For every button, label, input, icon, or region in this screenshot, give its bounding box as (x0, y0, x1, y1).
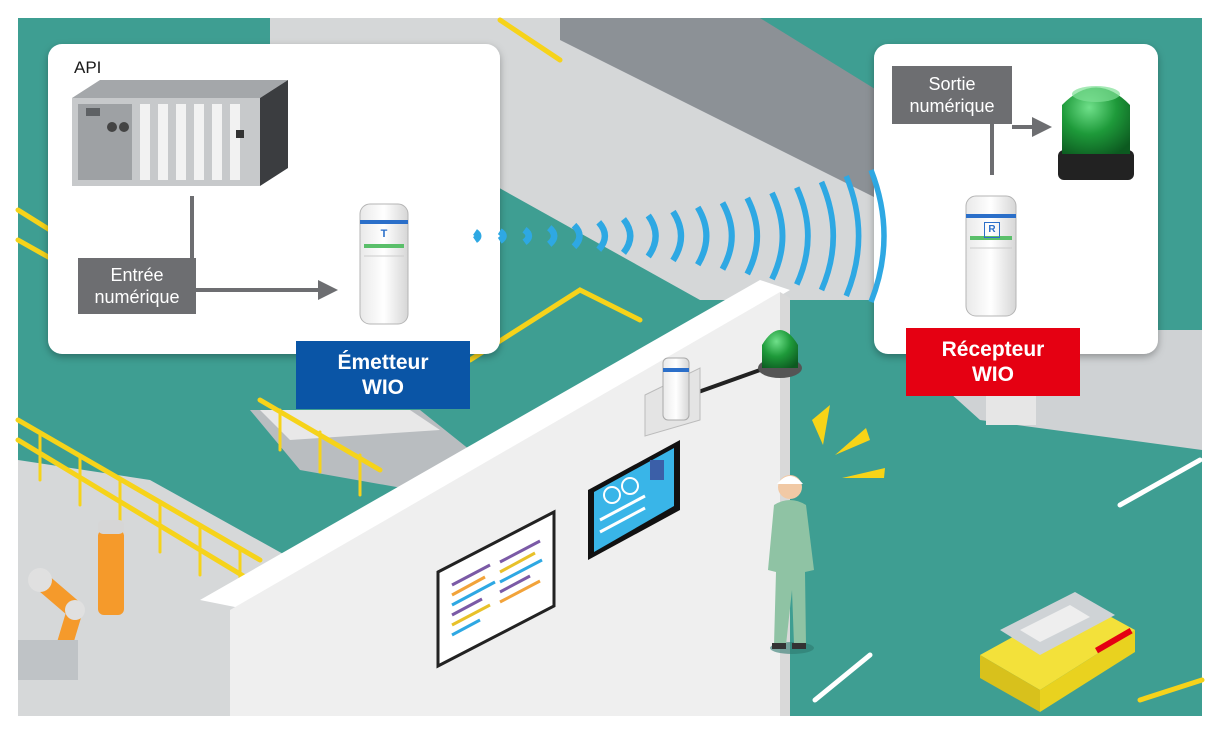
signal-waves-icon (472, 168, 887, 304)
alert-rays-icon (812, 405, 885, 478)
railings (15, 17, 1205, 703)
wall-top (200, 280, 790, 608)
plc-rack-icon (72, 80, 288, 186)
signal-wave-arc (645, 213, 659, 259)
receiver-wiring (990, 122, 1034, 175)
road-stripes (812, 457, 1203, 703)
green-beacon-icon (1058, 86, 1134, 180)
monitor-icon (588, 440, 680, 560)
input-arrow-icon (318, 280, 338, 300)
signal-wave-arc (695, 205, 710, 267)
receiver-badge: Récepteur WIO (906, 328, 1080, 396)
digital-input-label: Entrée numérique (78, 258, 196, 314)
wall-beacon-unit (644, 330, 802, 437)
signal-wave-arc (769, 191, 786, 281)
plc-label: API (74, 58, 102, 77)
transmitter-badge: Émetteur WIO (296, 341, 470, 409)
signal-wave-arc (670, 209, 685, 263)
signal-wave-arc (546, 225, 558, 247)
robot-arm-icon (18, 520, 124, 680)
output-arrow-icon (1032, 117, 1052, 137)
signal-wave-arc (596, 220, 609, 252)
center-wall (230, 292, 780, 716)
signal-wave-arc (719, 201, 735, 271)
plc-wiring (190, 196, 318, 292)
signal-wave-arc (744, 196, 761, 276)
document-board-icon (436, 509, 556, 669)
wio-receiver-icon (965, 195, 1017, 317)
signal-wave-arc (472, 229, 482, 243)
receiver-device-letter: R (984, 222, 1000, 238)
wio-transmitter-icon (359, 203, 409, 325)
signal-wave-arc (620, 217, 634, 255)
signal-wave-arc (818, 180, 837, 292)
machine-block-top (260, 410, 440, 440)
signal-wave-arc (868, 168, 887, 304)
signal-wave-arc (571, 222, 583, 250)
signal-wave-arc (522, 227, 533, 245)
transmitter-device-letter: T (380, 228, 388, 240)
worker-icon (768, 475, 814, 654)
signal-wave-arc (497, 228, 507, 244)
digital-output-label: Sortie numérique (892, 66, 1012, 124)
signal-wave-arc (794, 186, 811, 286)
agv-cart-icon (980, 592, 1135, 712)
signal-wave-arc (843, 175, 862, 297)
